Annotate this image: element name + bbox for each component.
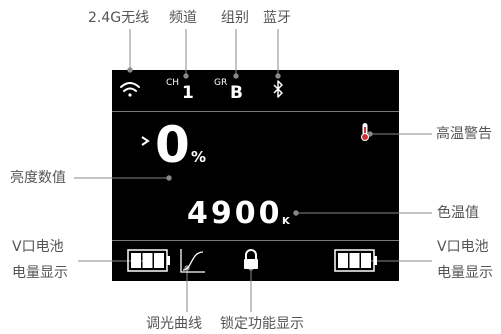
leader-battery-right	[361, 258, 432, 264]
chevron-right-icon	[141, 136, 150, 146]
wifi-icon	[120, 82, 140, 97]
leader-wifi	[127, 29, 133, 73]
battery-bar	[131, 253, 141, 268]
leader-color-temp	[293, 210, 432, 216]
color-temp-value: 4900	[187, 196, 283, 231]
color-temp-unit: K	[282, 216, 290, 227]
label-lock: 锁定功能显示	[220, 316, 304, 332]
leader-bluetooth	[275, 29, 281, 79]
label-battery-left-line1: V口电池	[12, 239, 64, 255]
display-screen	[112, 70, 399, 281]
divider-bottom	[112, 240, 399, 241]
group-prefix: GR	[214, 78, 228, 88]
label-wifi: 2.4G无线	[88, 10, 150, 26]
leader-lock	[248, 265, 254, 312]
channel-prefix: CH	[166, 78, 180, 88]
channel-value: 1	[182, 83, 194, 103]
battery-bar	[361, 253, 371, 268]
leader-high-temp	[367, 131, 432, 137]
brightness-unit: %	[191, 148, 207, 166]
curve-icon	[180, 249, 205, 273]
label-bluetooth: 蓝牙	[263, 10, 291, 26]
divider-top	[112, 111, 399, 112]
battery-bar	[154, 253, 164, 268]
bluetooth-icon	[273, 80, 283, 98]
label-high-temp: 高温警告	[436, 126, 492, 142]
group-value: B	[230, 83, 243, 103]
leader-brightness	[74, 175, 172, 181]
leader-channel	[183, 29, 189, 79]
leader-group	[233, 29, 239, 79]
leader-dimming-curve	[184, 265, 190, 312]
thermometer-icon	[361, 123, 369, 141]
label-dimming-curve: 调光曲线	[146, 316, 202, 332]
label-color-temp: 色温值	[437, 205, 479, 221]
label-battery-right-line2: 电量显示	[437, 265, 493, 281]
battery-icon-left	[127, 249, 170, 272]
label-group: 组别	[221, 10, 249, 26]
label-brightness: 亮度数值	[10, 170, 66, 186]
battery-icon-right	[334, 249, 377, 272]
battery-bar	[338, 253, 348, 268]
brightness-value: 0	[155, 116, 190, 174]
label-battery-right-line1: V口电池	[437, 239, 489, 255]
label-battery-left-line2: 电量显示	[12, 265, 68, 281]
battery-bar	[142, 253, 153, 268]
lock-icon	[244, 249, 258, 269]
battery-bar	[349, 253, 360, 268]
label-channel: 频道	[169, 10, 197, 26]
